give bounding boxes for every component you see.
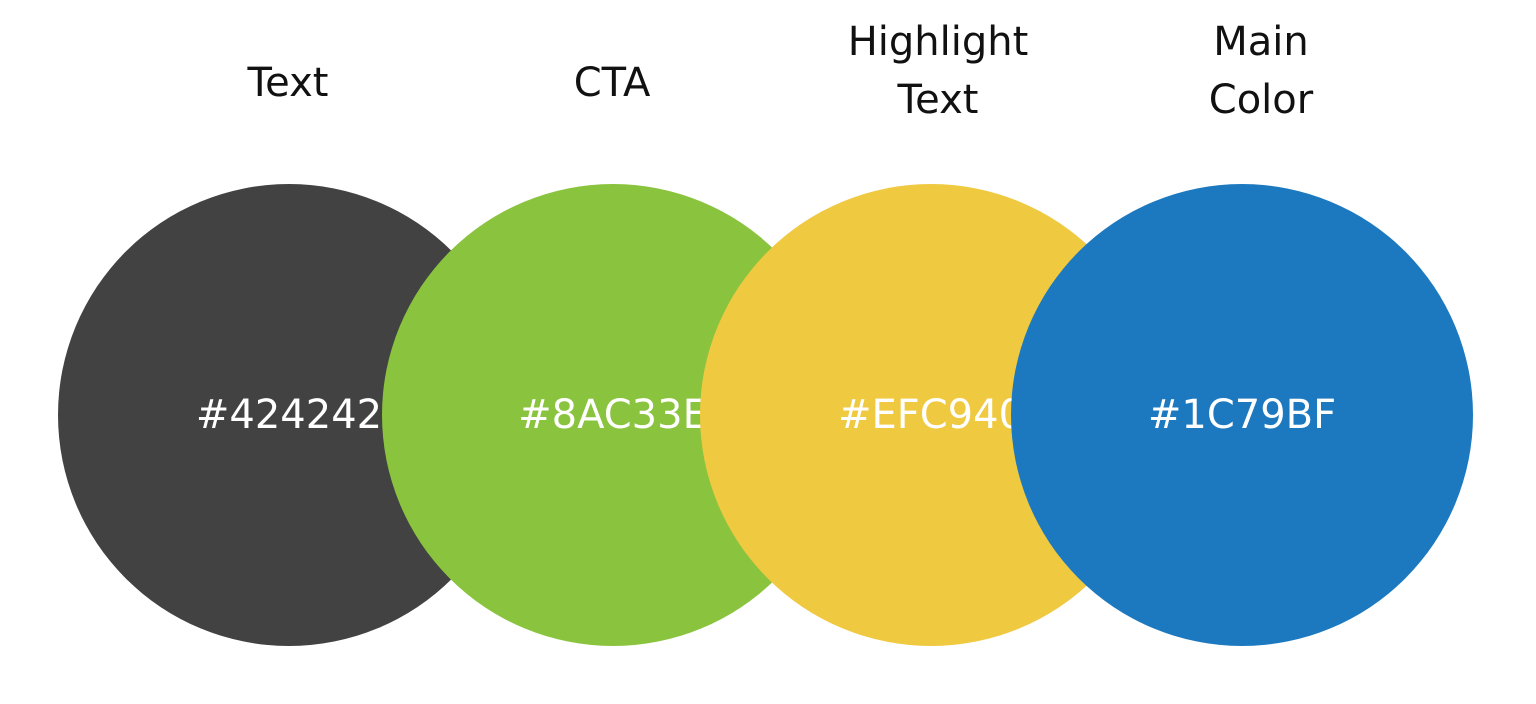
swatch-label-line: Main (1213, 19, 1309, 65)
swatch-label-line: Color (1208, 77, 1314, 123)
swatch-label-line: Text (247, 60, 329, 106)
hex-code: #EFC940 (837, 392, 1025, 438)
hex-code: #1C79BF (1147, 392, 1337, 438)
swatch-label-cta: CTA (462, 54, 762, 112)
color-swatch-main-color: #1C79BF (1011, 184, 1473, 646)
swatch-label-text: Text (138, 54, 438, 112)
swatch-label-line: Highlight (847, 19, 1029, 65)
swatch-label-main-color: Main Color (1111, 13, 1411, 129)
hex-code: #424242 (195, 392, 383, 438)
swatch-label-highlight-text: Highlight Text (788, 13, 1088, 129)
swatch-label-line: Text (897, 77, 979, 123)
swatch-label-line: CTA (573, 60, 651, 106)
hex-code: #8AC33E (518, 392, 708, 438)
